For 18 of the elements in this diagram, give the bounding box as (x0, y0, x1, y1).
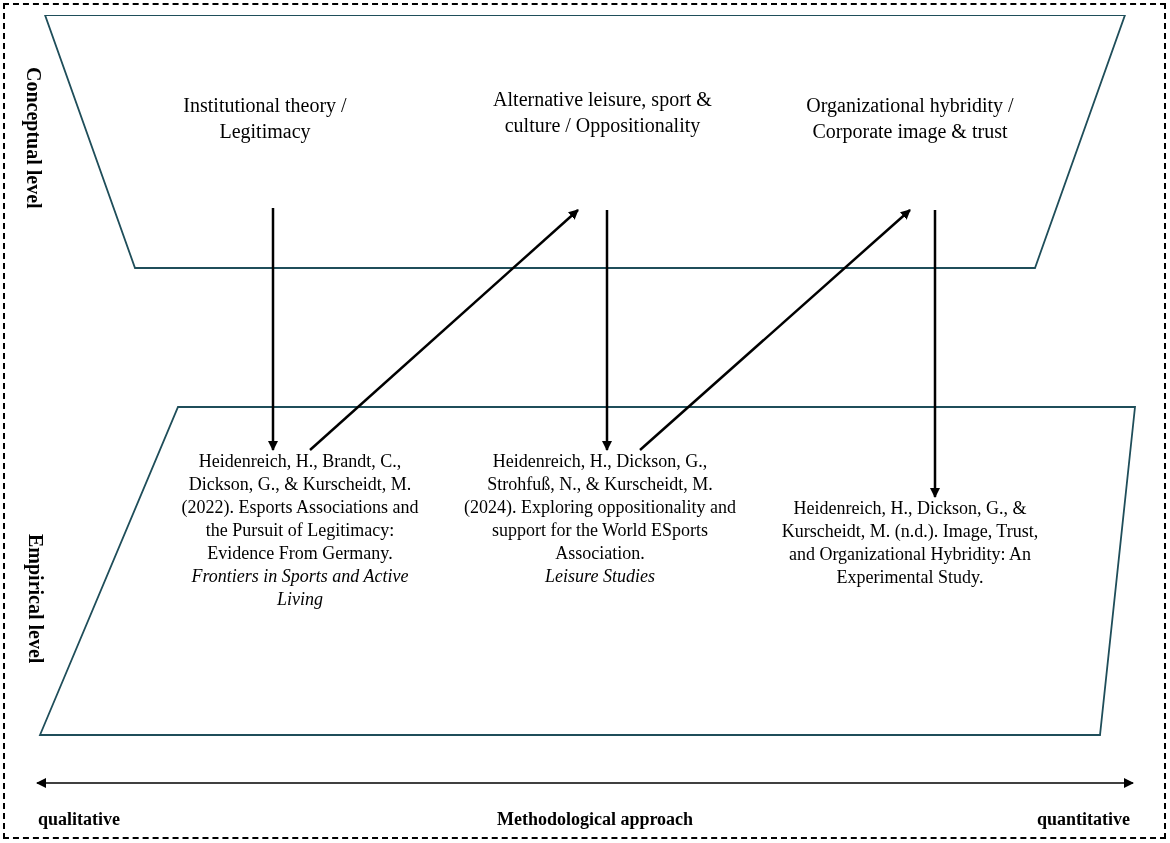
concept-text: Institutional theory / Legitimacy (182, 93, 348, 144)
concept-text: Alternative leisure, sport & culture / Oppositionality (492, 87, 713, 138)
concept-text: Organizational hybridity / Corporate image & trust (805, 93, 1015, 144)
arrow (602, 210, 612, 451)
arrow (309, 209, 579, 451)
journal-title: Leisure Studies (545, 565, 655, 588)
axis-label: quantitative (1037, 808, 1130, 831)
citation-text: Heidenreich, H., Dickson, G., & Kurscheidt, M. (n.d.). Image, Trust, and Organizational Hybridity: An Experimental Study. (780, 497, 1040, 589)
arrow (930, 210, 940, 498)
axis-title: Methodological approach (495, 808, 695, 831)
citation-text: Heidenreich, H., Dickson, G., Strohfuß, N., & Kurscheidt, M. (2024). Exploring oppositionality and support for the World ESports Association. (463, 450, 737, 565)
arrow (639, 209, 911, 451)
citation-text: Heidenreich, H., Brandt, C., Dickson, G., & Kurscheidt, M. (2022). Esports Associations and the Pursuit of Legitimacy: Evidence From Germany. (180, 450, 420, 565)
arrow (268, 208, 278, 451)
level-heading: Empirical level (26, 534, 46, 664)
journal-title: Frontiers in Sports and Active Living (190, 565, 410, 611)
level-heading: Conceptual level (24, 67, 44, 209)
axis-label: qualitative (38, 808, 120, 831)
